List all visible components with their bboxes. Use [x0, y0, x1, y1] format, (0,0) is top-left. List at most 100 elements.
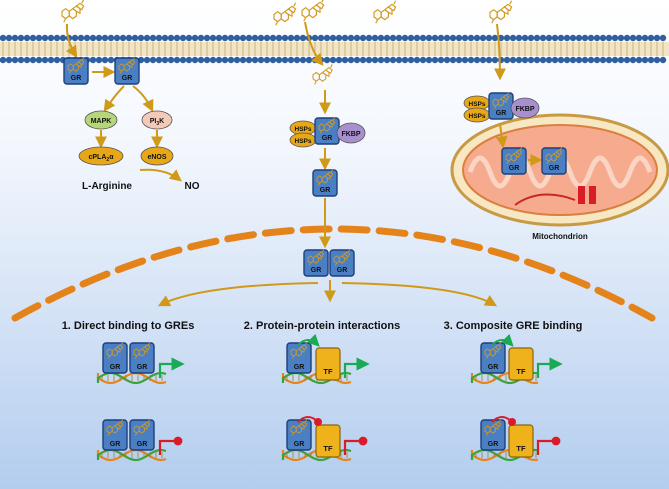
tf-label: TF — [323, 444, 333, 453]
ligand-icon — [318, 117, 336, 134]
arginine-to-no-arrow — [139, 168, 182, 182]
ligand-icon — [290, 342, 308, 359]
gr-label: GR — [137, 364, 148, 371]
gene-repression-line — [536, 436, 561, 455]
cpla2-node-label: cPLA2α — [89, 154, 115, 163]
ligand-icon — [545, 147, 563, 164]
gr-label: GR — [488, 364, 499, 371]
mitochondrion-label: Mitochondrion — [532, 232, 588, 241]
interaction-activation-arrow — [297, 333, 320, 347]
hsps-node: HSPs — [289, 132, 317, 148]
gr-label: GR — [122, 75, 133, 82]
fkbp-node: FKBP — [336, 122, 366, 144]
ligand-icon — [106, 419, 124, 436]
fkbp-node: FKBP — [510, 97, 540, 119]
ligand-icon — [106, 342, 124, 359]
ligand-icon — [61, 0, 85, 23]
hsps-node-label: HSPs — [469, 113, 486, 120]
gr-receptor: GR — [102, 419, 128, 451]
gr-receptor: GR — [312, 169, 338, 197]
tf-label: TF — [323, 367, 333, 376]
ligand-icon — [307, 249, 325, 266]
mapk-node: MAPK — [84, 110, 118, 130]
gene-repression-line — [343, 436, 368, 455]
gr-label: GR — [137, 441, 148, 448]
mito-translocation-arrow — [495, 123, 508, 149]
ligand-icon — [492, 92, 510, 109]
gr-receptor: GR — [314, 117, 340, 145]
gr-label: GR — [549, 165, 560, 172]
cpla2-node: cPLA2α — [78, 146, 124, 166]
fkbp-node-label: FKBP — [515, 106, 534, 113]
dna-helix — [96, 448, 167, 462]
transcription-factor: TF — [315, 424, 341, 458]
gr-receptor: GR — [501, 147, 527, 175]
glucocorticoid-ligands — [61, 0, 513, 26]
gr-receptor: GR — [129, 342, 155, 374]
interaction-repression-arrow — [491, 416, 516, 426]
gr-receptor: GR — [541, 147, 567, 175]
hsps-node-label: HSPs — [295, 126, 312, 133]
transcription-factor: TF — [315, 347, 341, 381]
pi3k-node-label: PI3K — [150, 118, 164, 127]
mapk-node-label: MAPK — [91, 118, 112, 125]
ligand-icon — [118, 57, 136, 74]
to-pi3k-arrow — [132, 85, 154, 113]
pi3k-node: PI3K — [141, 110, 173, 130]
hsps-node: HSPs — [463, 107, 491, 123]
tf-label: TF — [516, 367, 526, 376]
mito-ligand-entry-arrow — [493, 23, 506, 81]
nuclear-envelope — [11, 225, 656, 322]
ligand-entry-arrow — [65, 23, 78, 59]
ligand-icon — [505, 147, 523, 164]
l-arginine-label: L-Arginine — [82, 181, 132, 192]
ligand-icon — [489, 0, 513, 24]
ligand-diffusion-arrow — [304, 21, 324, 66]
gene-activation-arrow — [158, 357, 185, 378]
gr-label: GR — [488, 441, 499, 448]
ligand-icon — [373, 0, 397, 24]
gr-receptor: GR — [480, 419, 506, 451]
mechanism-1-title: 1. Direct binding to GREs — [62, 320, 195, 332]
to-mechanism-3-arrow — [341, 282, 498, 307]
gr-receptor: GR — [63, 57, 89, 85]
no-label: NO — [185, 181, 200, 192]
ligand-icon — [316, 169, 334, 186]
ligand-icon — [273, 2, 297, 26]
ligand-icon — [484, 342, 502, 359]
to-mechanism-1-arrow — [157, 282, 319, 307]
interaction-repression-arrow — [297, 416, 322, 426]
cell-membrane — [0, 34, 669, 64]
interaction-activation-arrow — [491, 333, 514, 347]
gr-label: GR — [337, 267, 348, 274]
gr-receptor: GR — [488, 92, 514, 120]
gr-label: GR — [71, 75, 82, 82]
ligand-icon — [133, 419, 151, 436]
gene-activation-arrow — [536, 357, 563, 378]
dna-helix — [96, 371, 167, 385]
gr-label: GR — [110, 364, 121, 371]
gr-receptor: GR — [102, 342, 128, 374]
gr-receptor: GR — [303, 249, 329, 277]
transcription-factor: TF — [508, 347, 534, 381]
gr-label: GR — [294, 364, 305, 371]
mechanism-3-title: 3. Composite GRE binding — [444, 320, 583, 332]
ligand-icon — [290, 419, 308, 436]
gr-label: GR — [311, 267, 322, 274]
ligand-icon — [333, 249, 351, 266]
ligand-icon — [484, 419, 502, 436]
ligand-icon — [133, 342, 151, 359]
gr-label: GR — [322, 135, 333, 142]
to-mapk-arrow — [103, 85, 125, 112]
gr-receptor: GR — [286, 419, 312, 451]
enos-node-label: eNOS — [147, 154, 166, 161]
tf-label: TF — [516, 444, 526, 453]
gr-receptor: GR — [129, 419, 155, 451]
gr-receptor: GR — [286, 342, 312, 374]
gr-receptor: GR — [329, 249, 355, 277]
gene-repression-line — [158, 436, 183, 455]
hsps-node-label: HSPs — [295, 138, 312, 145]
ligand-icon — [301, 0, 325, 22]
gr-label: GR — [294, 441, 305, 448]
